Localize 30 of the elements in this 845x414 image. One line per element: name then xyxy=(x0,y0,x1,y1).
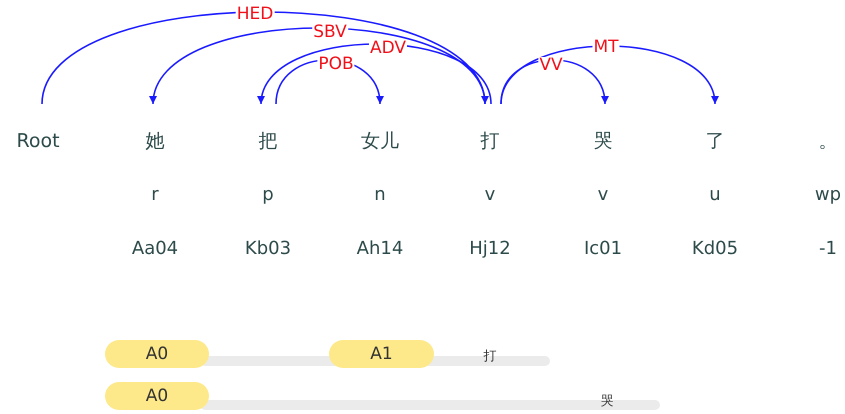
dependency-arc xyxy=(500,45,718,104)
pos-tag: v xyxy=(598,184,608,206)
token-text: Root xyxy=(16,130,60,152)
pos-tag: u xyxy=(709,184,721,206)
semantic-role-pill: A0 xyxy=(105,382,209,410)
pos-tag: n xyxy=(374,184,386,206)
semantic-role-pill: A1 xyxy=(329,340,434,368)
semantic-code: Kb03 xyxy=(244,238,292,260)
token-text: 把 xyxy=(258,130,278,152)
token-text: 哭 xyxy=(594,130,612,152)
semantic-role-pill: A0 xyxy=(105,340,209,368)
pos-tag: wp xyxy=(814,184,842,206)
semantic-code: Aa04 xyxy=(132,238,178,260)
predicate-word: 打 xyxy=(484,348,496,366)
predicate-word: 哭 xyxy=(600,393,614,411)
semantic-code: -1 xyxy=(819,238,837,260)
semantic-code: Ic01 xyxy=(584,238,622,260)
token-text: 打 xyxy=(480,130,500,152)
token-text: 。 xyxy=(818,130,838,152)
semantic-code: Hj12 xyxy=(469,238,511,260)
token-text: 了 xyxy=(706,130,724,152)
dependency-arc xyxy=(151,27,486,104)
semantic-code: Kd05 xyxy=(692,238,738,260)
semantic-code: Ah14 xyxy=(356,238,404,260)
token-text: 女儿 xyxy=(361,130,399,152)
token-text: 她 xyxy=(146,130,164,152)
pos-tag: r xyxy=(151,184,159,206)
pos-tag: p xyxy=(262,184,274,206)
dependency-arc xyxy=(41,11,486,104)
pos-tag: v xyxy=(484,184,496,206)
